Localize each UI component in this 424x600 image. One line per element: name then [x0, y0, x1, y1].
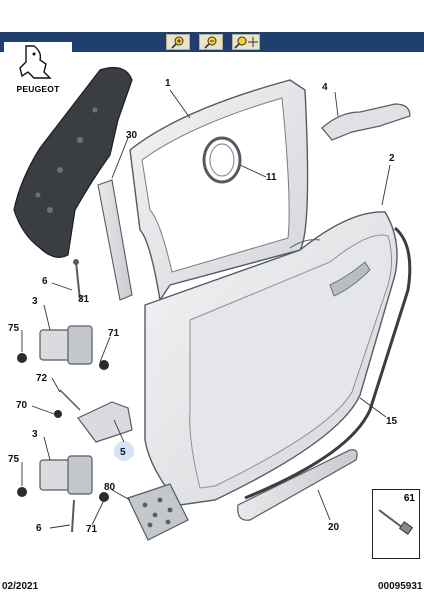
inset-callout: 61 [403, 493, 415, 504]
callout-20: 20 [328, 522, 340, 533]
footer-date: 02/2021 [2, 581, 39, 592]
callout-6-upper: 6 [42, 276, 48, 287]
fixing-kit [127, 483, 189, 541]
callout-labels: 1 2 3 3 4 5 6 6 11 15 20 30 31 70 71 71 … [8, 78, 398, 535]
callout-30: 30 [126, 130, 138, 141]
zoom-out-button[interactable] [199, 34, 223, 50]
callout-71-lower: 71 [86, 524, 98, 535]
screw-icon [378, 509, 414, 535]
lion-emblem-icon [19, 45, 52, 79]
brand-name: PEUGEOT [16, 84, 60, 94]
door-outer-panel [144, 211, 398, 506]
zoom-toolbar [0, 32, 424, 52]
callout-71-upper: 71 [108, 328, 120, 339]
lower-hinge [17, 455, 109, 533]
handle-bracket [321, 103, 411, 141]
callout-4: 4 [322, 82, 328, 93]
callout-15: 15 [386, 416, 398, 427]
callout-6-lower: 6 [36, 523, 42, 534]
callout-31: 31 [78, 294, 90, 305]
bolt-upper [73, 259, 81, 301]
footer-reference: 00095931 [378, 581, 423, 592]
window-regulator-panel [13, 67, 133, 258]
callout-2: 2 [389, 153, 395, 164]
door-frame [129, 79, 309, 302]
callout-75-upper: 75 [8, 323, 20, 334]
zoom-out-icon [204, 36, 217, 49]
callout-1: 1 [165, 78, 171, 89]
peugeot-logo: PEUGEOT [4, 42, 72, 104]
regulator-holes [35, 107, 98, 213]
callout-80: 80 [104, 482, 116, 493]
leader-lines [21, 89, 391, 529]
callout-5: 5 [120, 447, 126, 458]
callout-3-lower: 3 [32, 429, 38, 440]
callout-70: 70 [16, 400, 28, 411]
speaker-ring [202, 136, 242, 184]
zoom-in-button[interactable] [166, 34, 190, 50]
zoom-move-button[interactable] [232, 34, 260, 50]
callout-72: 72 [36, 373, 48, 384]
callout-75-lower: 75 [8, 454, 20, 465]
seal-strip [244, 226, 412, 500]
door-check [54, 389, 133, 443]
callout-11: 11 [266, 172, 277, 183]
upper-hinge [17, 325, 109, 370]
callout-5-highlight [114, 441, 134, 461]
zoom-in-icon [171, 36, 184, 49]
inset-panel: 61 [372, 489, 420, 559]
b-pillar-trim [97, 179, 133, 301]
lower-moulding [237, 449, 358, 521]
zoom-move-icon [234, 36, 258, 49]
callout-3-upper: 3 [32, 296, 38, 307]
